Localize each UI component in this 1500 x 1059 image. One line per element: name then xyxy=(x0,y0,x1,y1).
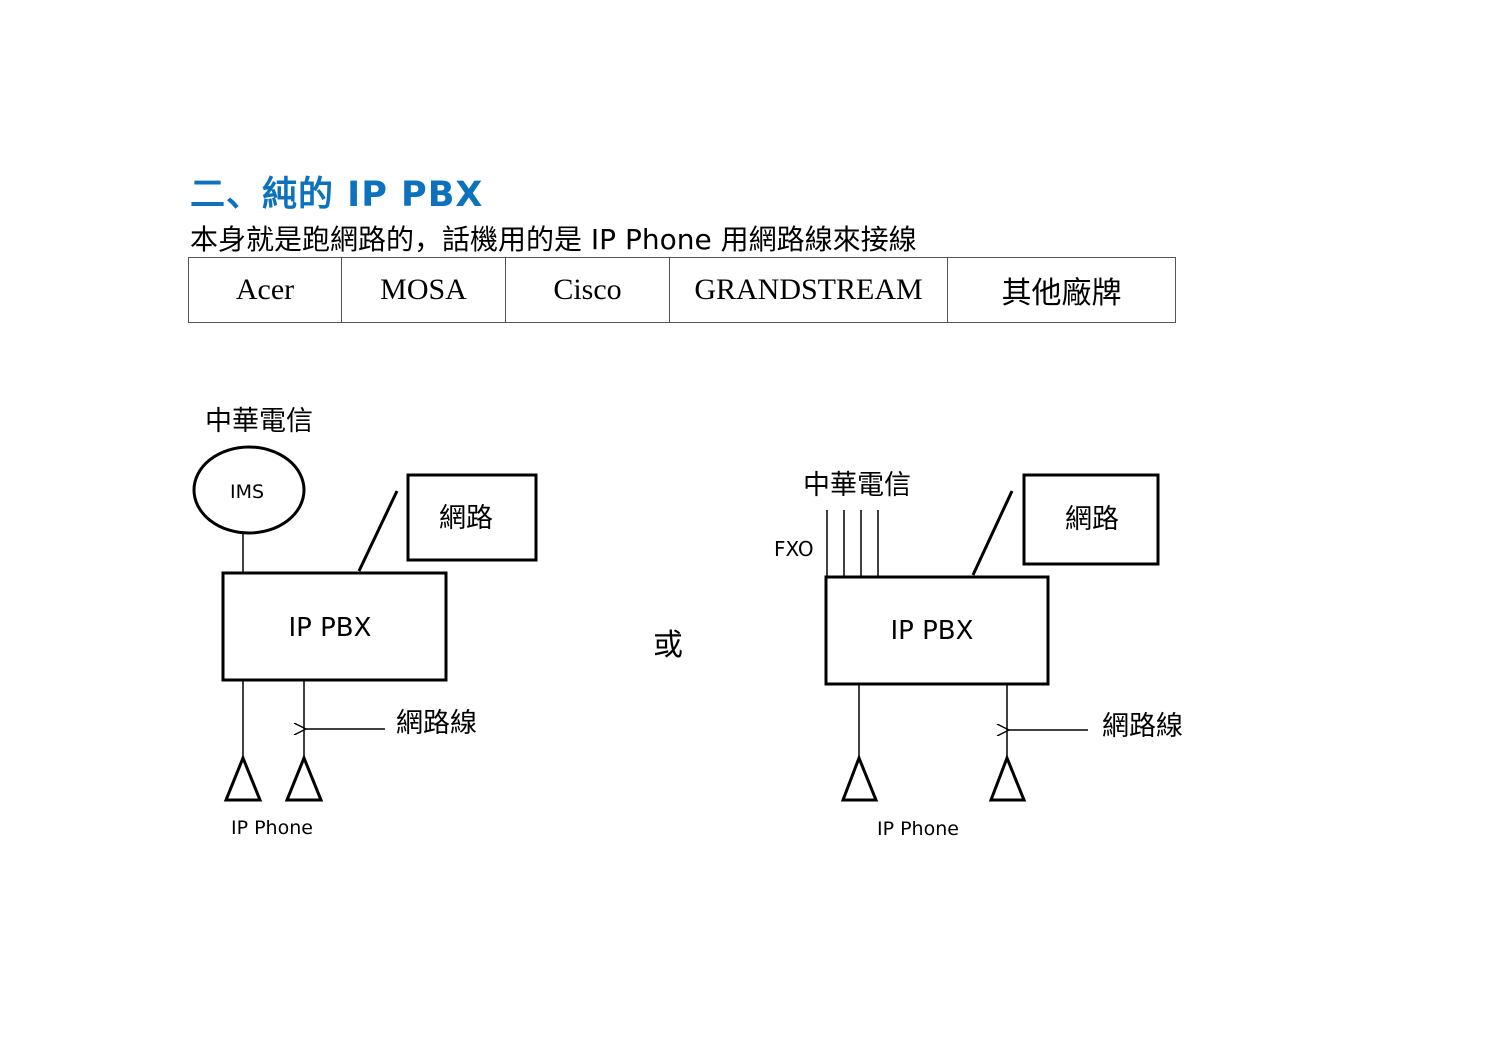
right-network-box xyxy=(1022,473,1160,566)
left-phone-icon-2 xyxy=(284,754,324,802)
right-pbx-box xyxy=(824,575,1050,686)
left-network-link xyxy=(357,490,399,572)
left-cable-label: 網路線 xyxy=(396,708,477,739)
left-ims-cloud xyxy=(192,445,306,535)
right-pbx-label: IP PBX xyxy=(891,616,974,646)
right-phone-label: IP Phone xyxy=(877,818,959,840)
page-heading: 二、純的 IP PBX xyxy=(190,175,484,215)
connector-or-label: 或 xyxy=(653,628,683,663)
right-fxo-label: FXO xyxy=(774,537,814,561)
left-pbx-box xyxy=(221,571,448,682)
right-network-label: 網路 xyxy=(1065,504,1119,535)
brand-table: Acer MOSA Cisco GRANDSTREAM 其他廠牌 xyxy=(188,257,1176,323)
left-carrier-label: 中華電信 xyxy=(205,406,313,437)
right-network-link xyxy=(971,490,1014,576)
right-cable-label: 網路線 xyxy=(1102,711,1183,742)
brand-cell-acer: Acer xyxy=(188,257,342,323)
left-network-label: 網路 xyxy=(439,503,493,534)
left-phone-label: IP Phone xyxy=(231,817,313,839)
left-pbx-label: IP PBX xyxy=(289,613,372,643)
brand-cell-other: 其他廠牌 xyxy=(947,257,1176,323)
left-phone-icon-1 xyxy=(223,754,263,802)
right-phone-icon-2 xyxy=(988,753,1027,802)
left-network-box xyxy=(406,473,538,562)
right-phone-icon-1 xyxy=(840,753,879,802)
page-description: 本身就是跑網路的，話機用的是 IP Phone 用網路線來接線 xyxy=(190,223,917,256)
brand-cell-cisco: Cisco xyxy=(505,257,670,323)
right-diagram: 中華電信 FXO 網路 IP PBX 網路線 IP Phone xyxy=(774,470,1183,840)
brand-cell-grandstream: GRANDSTREAM xyxy=(669,257,948,323)
left-ims-label: IMS xyxy=(230,481,264,503)
left-diagram: 中華電信 IMS 網路 IP PBX 網路線 IP Phone xyxy=(192,406,538,839)
brand-row: Acer MOSA Cisco GRANDSTREAM 其他廠牌 xyxy=(188,257,1176,323)
right-carrier-label: 中華電信 xyxy=(803,470,911,501)
